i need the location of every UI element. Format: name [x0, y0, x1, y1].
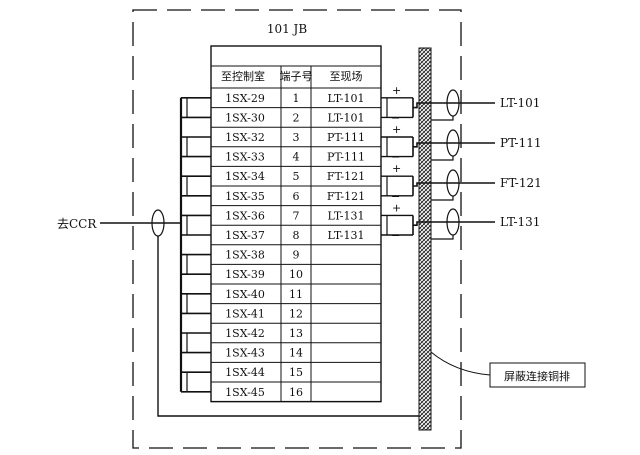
control-room-cell: 1SX-35 — [225, 190, 265, 203]
terminal-number-cell: 12 — [289, 307, 303, 320]
terminal-number-cell: 4 — [293, 151, 300, 164]
table-row: 1SX-30 2 LT-101 — [225, 111, 364, 124]
terminal-number-cell: 14 — [289, 347, 303, 360]
box-title: 101 JB — [267, 22, 308, 36]
table-row: 1SX-44 15 — [225, 366, 303, 379]
control-room-cell: 1SX-36 — [225, 209, 265, 222]
field-shield-drain-wire — [431, 116, 454, 121]
control-room-cell: 1SX-42 — [225, 327, 265, 340]
minus-sign: − — [391, 229, 400, 242]
control-room-cell: 1SX-40 — [225, 288, 265, 301]
header-field: 至现场 — [330, 69, 363, 83]
control-room-cell: 1SX-37 — [225, 229, 265, 242]
field-cell: PT-111 — [327, 131, 365, 144]
terminal-number-cell: 7 — [293, 209, 300, 222]
table-row: 1SX-40 11 — [225, 288, 303, 301]
table-row: 1SX-45 16 — [225, 386, 303, 399]
table-row: 1SX-42 13 — [225, 327, 303, 340]
table-row: 1SX-29 1 LT-101 — [225, 92, 364, 105]
terminal-number-cell: 16 — [289, 386, 303, 399]
field-instrument-circuit: + − LT-131 — [381, 201, 540, 242]
terminal-number-cell: 10 — [289, 268, 303, 281]
control-room-cell: 1SX-41 — [225, 307, 265, 320]
control-room-cell: 1SX-34 — [225, 170, 265, 183]
field-cell: LT-101 — [327, 111, 364, 124]
control-room-cell: 1SX-43 — [225, 347, 265, 360]
terminal-number-cell: 13 — [289, 327, 303, 340]
field-cell: LT-101 — [327, 92, 364, 105]
plus-sign: + — [392, 84, 401, 97]
terminal-number-cell: 3 — [293, 131, 300, 144]
left-cable-bus — [100, 97, 419, 417]
terminal-number-cell: 5 — [293, 170, 300, 183]
field-cable — [413, 221, 495, 226]
table-row: 1SX-41 12 — [225, 307, 303, 320]
plus-sign: + — [392, 201, 401, 214]
terminal-number-cell: 6 — [293, 190, 300, 203]
terminal-table — [210, 45, 382, 403]
field-shield-drain-wire — [431, 196, 454, 201]
table-row: 1SX-43 14 — [225, 347, 303, 360]
control-room-cell: 1SX-33 — [225, 151, 265, 164]
minus-sign: − — [391, 190, 400, 203]
instrument-label: LT-101 — [500, 96, 540, 110]
field-instrument-circuit: + − FT-121 — [381, 162, 542, 203]
field-instrument-circuit: + − PT-111 — [381, 123, 542, 164]
instrument-label: LT-131 — [500, 215, 540, 229]
shield-bar-callout-line — [430, 351, 491, 376]
header-control-room: 至控制室 — [221, 69, 265, 83]
instrument-label: FT-121 — [500, 176, 542, 190]
field-cell: PT-111 — [327, 151, 365, 164]
field-shield-drain-wire — [431, 156, 454, 161]
terminal-number-cell: 2 — [293, 111, 300, 124]
table-row: 1SX-34 5 FT-121 — [225, 170, 365, 183]
field-cell: LT-131 — [327, 229, 364, 242]
ccr-label: 去CCR — [57, 217, 97, 231]
terminal-number-cell: 8 — [293, 229, 300, 242]
table-row: 1SX-38 9 — [225, 249, 299, 262]
table-row: 1SX-39 10 — [225, 268, 303, 281]
field-cell: FT-121 — [327, 190, 365, 203]
minus-sign: − — [391, 111, 400, 124]
field-cell: FT-121 — [327, 170, 365, 183]
field-cable — [413, 142, 495, 148]
field-cable — [413, 102, 495, 109]
control-room-cell: 1SX-29 — [225, 92, 265, 105]
field-shield-drain-wire — [431, 235, 454, 240]
table-row: 1SX-37 8 LT-131 — [225, 229, 364, 242]
control-room-cell: 1SX-39 — [225, 268, 265, 281]
header-terminal-number: 端子号 — [280, 70, 313, 83]
instrument-label: PT-111 — [500, 136, 542, 150]
control-room-cell: 1SX-45 — [225, 386, 265, 399]
control-room-cell: 1SX-44 — [225, 366, 265, 379]
control-room-cell: 1SX-32 — [225, 131, 265, 144]
table-row: 1SX-32 3 PT-111 — [225, 131, 365, 144]
table-row: 1SX-35 6 FT-121 — [225, 190, 365, 203]
table-row: 1SX-36 7 LT-131 — [225, 209, 364, 222]
terminal-number-cell: 11 — [289, 288, 303, 301]
field-wiring: +−LT-101+−PT-111+−FT-121+−LT-131 — [381, 84, 542, 242]
field-cell: LT-131 — [327, 209, 364, 222]
shield-bar-label: 屏蔽连接铜排 — [504, 369, 570, 383]
control-room-cell: 1SX-38 — [225, 249, 265, 262]
table-row: 1SX-33 4 PT-111 — [225, 151, 365, 164]
shield-copper-bar — [418, 47, 432, 431]
control-room-cell: 1SX-30 — [225, 111, 265, 124]
field-instrument-circuit: + − LT-101 — [381, 84, 540, 124]
ccr-shield-drain-wire — [157, 236, 419, 417]
terminal-number-cell: 9 — [293, 249, 300, 262]
terminal-number-cell: 15 — [289, 366, 303, 379]
minus-sign: − — [391, 151, 400, 164]
plus-sign: + — [392, 123, 401, 136]
junction-box-border — [132, 9, 462, 449]
terminal-number-cell: 1 — [293, 92, 300, 105]
field-cable — [413, 182, 495, 187]
plus-sign: + — [392, 162, 401, 175]
shield-bar-label-box — [489, 362, 586, 388]
